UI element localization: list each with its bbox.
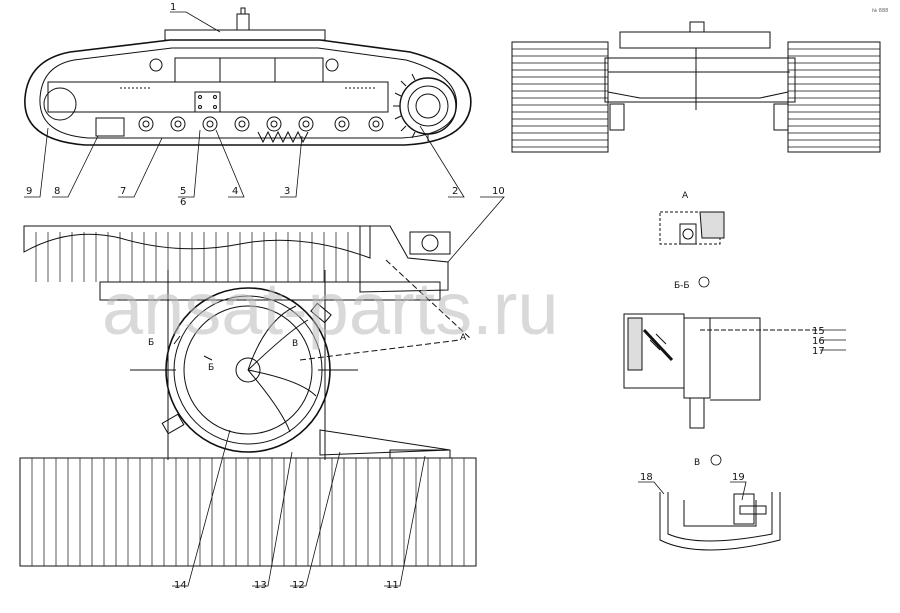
upper-track-band	[23, 225, 371, 259]
callout-labels: 1 2 3 4 5 6 7 8 9 10 11 12 13 14 15 16 1…	[26, 2, 825, 591]
callout-3: 3	[284, 186, 290, 197]
callout-19: 19	[732, 472, 745, 483]
section-b-ref-2: Б	[208, 363, 214, 373]
callout-14: 14	[174, 580, 187, 591]
section-b-ref-1: Б	[148, 338, 154, 348]
callout-5: 5	[180, 186, 186, 197]
watermark: ansat-parts.ru	[102, 267, 559, 350]
front-right-track-shoes	[788, 48, 880, 148]
callout-12: 12	[292, 580, 305, 591]
view-a-title: А	[682, 191, 689, 201]
callout-2: 2	[452, 186, 458, 197]
callout-8: 8	[54, 186, 60, 197]
corner-note: № 888	[872, 8, 888, 14]
callout-11: 11	[386, 580, 399, 591]
section-views	[623, 211, 820, 551]
callout-9: 9	[26, 186, 32, 197]
track-outline	[24, 39, 472, 146]
top-roller	[149, 58, 163, 72]
callout-4: 4	[232, 186, 238, 197]
section-labels: А А Б-Б Б Б В В	[148, 191, 722, 468]
callout-6: 6	[180, 197, 186, 208]
leader-lines	[24, 11, 846, 587]
callout-17: 17	[812, 346, 825, 357]
lower-track-shoes	[31, 458, 465, 566]
view-a-ref: А	[460, 333, 467, 343]
side-frame	[47, 81, 389, 113]
callout-13: 13	[254, 580, 267, 591]
track-side-view	[24, 7, 472, 146]
callout-15: 15	[812, 326, 825, 337]
track-rollers	[138, 116, 384, 132]
plan-view	[19, 225, 477, 567]
callout-18: 18	[640, 472, 653, 483]
upper-track-shoes	[35, 232, 361, 282]
idler-wheel	[43, 87, 77, 121]
lower-track-band	[19, 457, 477, 567]
view-v-ref: В	[292, 339, 298, 349]
callout-10: 10	[492, 186, 505, 197]
view-v-title: В	[694, 458, 700, 468]
callout-16: 16	[812, 336, 825, 347]
section-bb-title: Б-Б	[674, 281, 690, 291]
track-front-view	[511, 21, 881, 153]
front-left-track-shoes	[512, 48, 608, 148]
platform-top	[164, 29, 326, 41]
callout-7: 7	[120, 186, 126, 197]
callout-1: 1	[170, 2, 176, 13]
